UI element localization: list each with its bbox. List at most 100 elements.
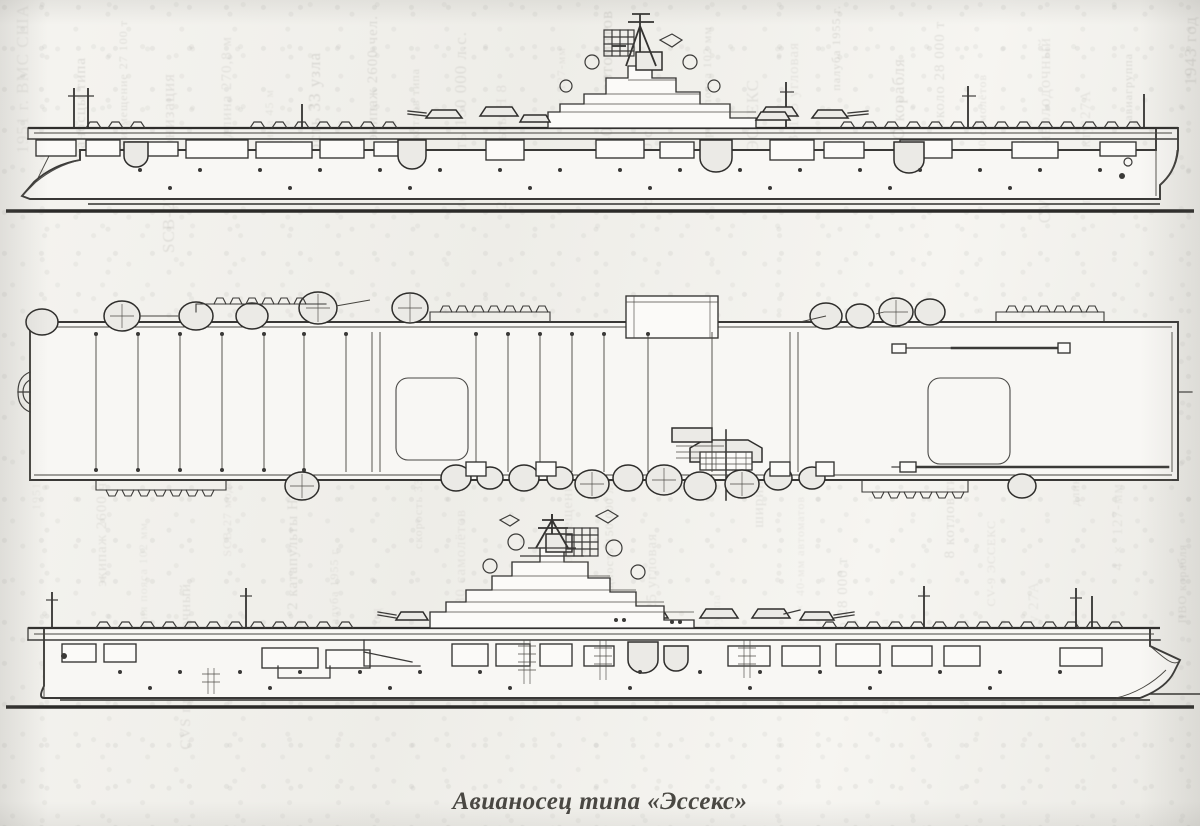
arresting-wires-plan bbox=[95, 332, 799, 472]
showthrough-text-column: скорость 33 узла bbox=[305, 52, 324, 189]
showthrough-text-column: броня пояса 102 мм bbox=[700, 26, 714, 145]
sk-radar-bottom bbox=[565, 527, 599, 557]
five-inch-turrets-top bbox=[424, 106, 850, 119]
figure-caption: Авианосец типа «Эссекс» bbox=[452, 788, 748, 815]
elevator-edge-detail-plan bbox=[626, 296, 718, 338]
showthrough-text-column: 1951 г. ВМС США bbox=[13, 4, 32, 154]
showthrough-text-column: скорость 33 узла bbox=[411, 448, 425, 549]
flight-deck-outline-plan bbox=[29, 321, 1179, 481]
hull-stern-curve-top bbox=[35, 159, 81, 183]
showthrough-text-column: CVS противолодочный bbox=[178, 583, 194, 750]
sponson-tubs-bottom bbox=[627, 641, 689, 674]
showthrough-text-column: CVS противолодочный bbox=[1035, 37, 1054, 224]
elevator-forward-plan bbox=[927, 377, 1011, 465]
radio-masts-bottom bbox=[51, 586, 1093, 628]
showthrough-text-column: мощность 150 000 л.с. bbox=[451, 31, 470, 214]
funnel-bottom bbox=[545, 533, 573, 553]
island-outline-bottom bbox=[429, 547, 695, 629]
island-superstructure-top bbox=[547, 13, 757, 129]
island-footprint-plan bbox=[689, 429, 763, 501]
stern-transom-bottom bbox=[1149, 645, 1179, 664]
showthrough-text-column: ширина 45 м bbox=[262, 89, 276, 166]
showthrough-text-column: около 80 самолётов bbox=[453, 509, 469, 652]
island-mast-top bbox=[612, 13, 657, 67]
hawse-pipe-top bbox=[1123, 157, 1133, 167]
sk-radar-top bbox=[603, 29, 635, 57]
bridge-levels-top bbox=[560, 79, 756, 113]
port-sponsons-plan bbox=[25, 291, 946, 336]
showthrough-text-column: SCB-27 модернизация bbox=[159, 73, 178, 253]
deck-crane-bottom bbox=[277, 639, 421, 679]
showthrough-text-column: 2 катапульты Н 8 bbox=[494, 84, 510, 209]
island-base-detail-bottom bbox=[202, 640, 756, 694]
showthrough-text-column: 8 × 40-мм автоматов bbox=[597, 10, 616, 186]
showthrough-text-column: 1943 год bbox=[369, 607, 385, 670]
bottom-profile-group bbox=[6, 509, 1200, 709]
five-inch-turrets-bottom bbox=[394, 608, 836, 621]
portholes-bottom bbox=[61, 618, 1062, 690]
gallery-gun-tubs-bottom bbox=[95, 621, 1124, 629]
hull-outline-bottom bbox=[40, 627, 1182, 699]
showthrough-text-column: SCB-27 модернизация bbox=[220, 424, 234, 557]
showthrough-text-column: авиагруппа bbox=[1121, 53, 1135, 121]
showthrough-text-column: до 100 самолётов bbox=[518, 570, 532, 675]
showthrough-text-column: до 100 самолётов bbox=[975, 74, 989, 179]
showthrough-text-column: SCB-125 угловая bbox=[786, 42, 802, 165]
showthrough-text-column: CV-9 ЭССЕКС bbox=[743, 79, 762, 198]
showthrough-text-column: экипаж 2600 чел. bbox=[94, 461, 110, 587]
wire-anchor-dots-plan bbox=[94, 332, 650, 472]
stern-transom-top bbox=[21, 149, 53, 197]
showthrough-text-column: ПВО корабля bbox=[889, 58, 908, 166]
island-mast-bottom bbox=[535, 514, 569, 549]
showthrough-text-column: 8 котлов типа bbox=[408, 68, 422, 151]
showthrough-text-column: 2 катапульты Н 8 bbox=[285, 485, 301, 610]
forward-deck-lines-plan bbox=[1100, 332, 1173, 481]
showthrough-text-column: около 28 000 т bbox=[835, 557, 851, 663]
funnel-top bbox=[635, 51, 663, 71]
five-inch-barrels-bottom bbox=[377, 609, 855, 619]
showthrough-text-column: авианосцы типа bbox=[877, 618, 891, 714]
showthrough-text-column: мощность 150 000 л.с. bbox=[602, 472, 616, 607]
directors-bottom bbox=[482, 509, 646, 580]
five-inch-barrels-top bbox=[407, 110, 869, 117]
showthrough-text-column: 4 × 127-мм bbox=[554, 47, 568, 121]
island-deck-grille-plan bbox=[676, 439, 724, 459]
showthrough-text-column: по проекту 27А bbox=[1078, 90, 1094, 204]
showthrough-text-column: ПВО корабля bbox=[1175, 544, 1189, 624]
bow-flare-top bbox=[1159, 149, 1178, 186]
showthrough-text-column: ширина 45 м bbox=[751, 435, 767, 528]
showthrough-text-column: авиагруппа bbox=[709, 594, 723, 662]
island-outline-top bbox=[547, 65, 757, 129]
gallery-structures-top bbox=[35, 139, 1137, 161]
mast-crosstrees-bottom bbox=[46, 595, 1082, 601]
stern-curve-bottom bbox=[1115, 669, 1167, 699]
showthrough-text-column: 1943 год bbox=[1181, 16, 1200, 86]
deck-edge-elevator-port-plan bbox=[625, 295, 719, 339]
catapult-tracks-plan bbox=[891, 342, 1170, 473]
mast-crosstrees-top bbox=[68, 91, 976, 97]
portholes-top bbox=[138, 168, 1125, 190]
directors-top bbox=[559, 33, 721, 93]
showthrough-text-column: 4 × 127-мм bbox=[1110, 483, 1126, 571]
island-decks-bottom bbox=[446, 561, 694, 613]
island-superstructure-bottom bbox=[429, 509, 695, 629]
twenty-mm-galleries-plan bbox=[95, 297, 1105, 499]
showthrough-text-column: длина 270,8 м bbox=[219, 36, 235, 138]
showthrough-text-column: палуба 1955 г. bbox=[327, 546, 341, 632]
showthrough-text-column: водоизмещение 27 100 т bbox=[560, 411, 576, 589]
showthrough-text-column: около 80 самолётов bbox=[640, 63, 656, 206]
showthrough-text-column: длина 270,8 м bbox=[1068, 422, 1082, 506]
sponson-tubs-top bbox=[123, 139, 925, 174]
showthrough-text-column: палуба 1955 г. bbox=[829, 5, 843, 91]
plan-view-group bbox=[17, 291, 1193, 501]
showthrough-text-column: 8 × 40-мм автоматов bbox=[793, 496, 807, 627]
bow-sponsons-plan bbox=[1156, 312, 1180, 332]
showthrough-text-column: водоизмещение 27 100 т bbox=[116, 20, 130, 167]
showthrough-text-column: CV-9 ЭССЕКС bbox=[984, 520, 998, 607]
